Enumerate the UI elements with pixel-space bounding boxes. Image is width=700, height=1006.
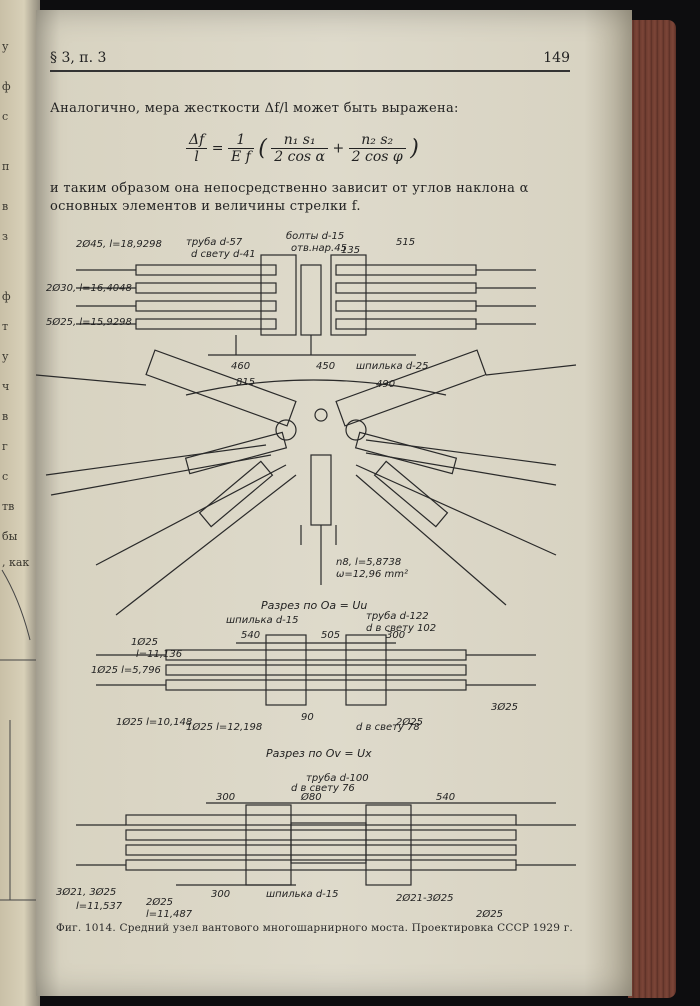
label: n8, l=5,8738 <box>336 557 401 568</box>
label: ω=12,96 mm² <box>336 569 408 580</box>
left-page-edge: у ф с п в з ф т у ч в г с тв бы , как <box>0 0 40 1006</box>
left-fragment: с <box>2 110 9 123</box>
label: 1Ø25 l=10,148 <box>116 716 192 728</box>
page-number: 149 <box>543 50 570 66</box>
technical-drawing: 2Ø45, l=18,9298 труба d-57 d свету d-41 … <box>36 230 577 920</box>
label: 815 <box>236 377 255 388</box>
label: l=11,136 <box>136 649 182 660</box>
label: 135 <box>341 245 360 256</box>
label: d в свету 102 <box>366 623 436 634</box>
label: 3Ø25 <box>491 701 518 713</box>
left-fragment: ч <box>2 380 10 393</box>
label: 3Ø21, 3Ø25 <box>56 886 116 898</box>
formula-equals: = <box>211 140 224 157</box>
label: l=11,537 <box>76 901 123 912</box>
label: 300 <box>216 792 235 803</box>
label: Ø80 <box>300 791 322 803</box>
label: 505 <box>321 630 340 641</box>
paragraph-intro: Аналогично, мера жесткости Δf/l может бы… <box>50 101 459 116</box>
book-cover-edge <box>628 20 676 998</box>
section-title-ov: Разрез по Ov = Ux <box>266 747 372 760</box>
label: 1Ø25 l=12,198 <box>186 721 262 733</box>
label: отв.нар.45 <box>291 243 347 254</box>
label: труба d-57 <box>186 236 243 248</box>
label: 2Ø25 <box>146 896 173 908</box>
label: 2Ø45, l=18,9298 <box>76 238 162 250</box>
label: 2Ø30, l=16,4048 <box>46 282 132 294</box>
formula-lhs: Δf l <box>186 132 208 165</box>
label: болты d-15 <box>286 230 344 242</box>
label: 300 <box>386 630 405 641</box>
left-fragment: т <box>2 320 9 333</box>
label: 450 <box>316 361 335 372</box>
left-fragment: ф <box>2 290 11 303</box>
label: 1Ø25 l=5,796 <box>91 664 161 676</box>
left-fragment: тв <box>2 500 15 513</box>
left-fragment: г <box>2 440 8 453</box>
label: 300 <box>211 889 230 900</box>
formula-term-1: n₁ s₁ 2 cos α <box>271 132 329 165</box>
label: 515 <box>396 237 415 248</box>
section-title-oa: Разрез по Oa = Uu <box>261 599 367 612</box>
label: d в свету 76 <box>291 783 355 794</box>
left-fragment: у <box>2 350 9 363</box>
left-fragment: у <box>2 40 9 53</box>
label: шпилька d-15 <box>266 889 339 900</box>
section-marker: § 3, п. 3 <box>50 50 107 66</box>
label: 5Ø25, l=15,9298 <box>46 316 132 328</box>
node-elevation <box>36 349 577 616</box>
left-fragment: бы <box>2 530 18 543</box>
left-fragment: в <box>2 410 9 423</box>
plan-view-top <box>76 254 536 356</box>
left-page-sketch <box>0 569 38 901</box>
label: шпилька d-15 <box>226 615 299 626</box>
left-fragment: с <box>2 470 9 483</box>
label: 2Ø25 <box>476 908 503 920</box>
label: 2Ø25 <box>396 716 423 728</box>
formula-term-2: n₂ s₂ 2 cos φ <box>348 132 406 165</box>
section-oa <box>96 634 536 706</box>
label: l=11,487 <box>146 909 193 920</box>
figure-caption: Фиг. 1014. Средний узел вантового многош… <box>56 922 573 934</box>
paragraph-conclusion: и таким образом она непосредственно зави… <box>50 181 529 214</box>
label: шпилька d-25 <box>356 361 429 372</box>
stiffness-formula: Δf l = 1 E f ( n₁ s₁ 2 cos α + n₂ s₂ 2 c… <box>186 132 446 176</box>
label: d свету d-41 <box>191 249 256 260</box>
book-page: § 3, п. 3 149 Аналогично, мера жесткости… <box>36 10 632 996</box>
left-fragment: п <box>2 160 10 173</box>
label: труба d-100 <box>306 772 369 784</box>
page-header: § 3, п. 3 149 <box>50 50 570 72</box>
formula-plus: + <box>332 140 345 157</box>
left-fragment: з <box>2 230 8 243</box>
section-ov <box>76 802 576 886</box>
label: 460 <box>231 361 250 372</box>
formula-coefficient: 1 E f <box>227 132 254 165</box>
left-fragment: , как <box>2 556 30 569</box>
label: 2Ø21-3Ø25 <box>396 892 454 904</box>
label: 90 <box>301 712 314 723</box>
left-fragment: в <box>2 200 9 213</box>
left-fragment: ф <box>2 80 11 93</box>
label: 540 <box>436 792 455 803</box>
label: труба d-122 <box>366 610 429 622</box>
label: 1Ø25 <box>131 636 158 648</box>
label: d в свету 78 <box>356 722 420 733</box>
label: 490 <box>376 379 395 390</box>
label: 540 <box>241 630 260 641</box>
